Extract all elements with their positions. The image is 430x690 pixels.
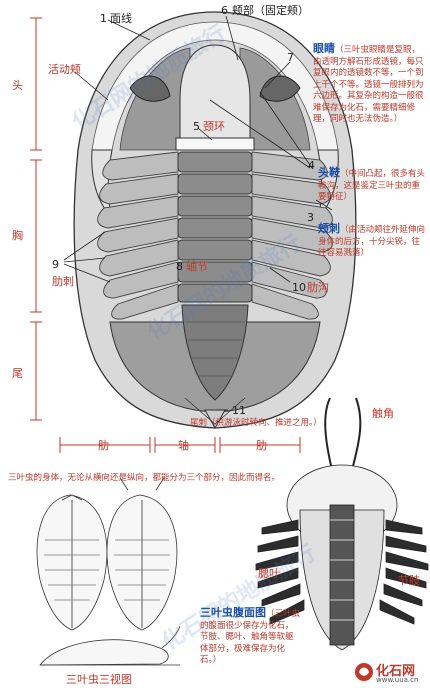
label-10-num: 10 [292,281,306,294]
note-eye-body: （三叶虫眼睛是复眼，由透明方解石形成透镜，每只复眼内的透镜数不等，一个到上千个不… [313,45,424,125]
logo-url: www.uua.cn [376,676,419,684]
logo-name: 化石网 [376,664,416,679]
axial-rings [177,151,253,303]
label-leg: 节肢 [398,574,420,587]
dimension-lines [30,17,301,453]
lobe-left: 肋 [98,439,109,452]
note-eye: 眼睛（三叶虫眼睛是复眼，由透明方解石形成透镜，每只复眼内的透镜数不等，一个到上千… [313,42,425,126]
label-7-num: 7 [287,51,294,64]
label-9-num: 9 [52,258,59,271]
note-glabella-body: （中间凸起，很多有头鞍沟，这是鉴定三叶虫的重要特征） [318,169,426,203]
tail-spine [204,409,226,430]
ventral-view [255,397,429,651]
note-genal-spine-body: （由活动颊往外延伸向身体的后方，十分尖锐，往往容易溅落） [318,225,426,259]
note-division: 三叶虫的身体，无论从横向还是纵向，都能分为三个部分，因此而得名。 [8,473,281,483]
label-three-view: 三叶虫三视图 [66,673,132,686]
trilobite-main [73,11,357,430]
lobe-right: 肋 [256,439,267,452]
label-10-text: 肋沟 [307,281,329,294]
label-5-num: 5 [193,120,200,133]
eye-left [129,75,171,102]
leader-lines [63,15,333,411]
note-genal-spine-title: 颊刺 [318,222,340,235]
label-11-num: 11 [232,404,246,417]
region-thorax: 胸 [12,229,23,242]
three-view-sketches [36,477,181,666]
label-5-text: 颈环 [203,120,225,133]
cephalon-rim [91,21,339,151]
note-eye-title: 眼睛 [313,42,335,55]
label-movable-cheek: 活动颊 [48,63,81,76]
lobe-axis: 轴 [178,439,189,452]
note-ventral: 三叶虫腹面图（三叶虫的腹面很少保存为化石，节肢、腮叶、触角等软躯体部分，极难保存… [200,606,300,667]
label-1-num: 1 [100,12,107,25]
label-9-text: 肋刺 [52,275,74,288]
label-3-num: 3 [307,211,314,224]
region-head: 头 [12,79,23,92]
neck-ring [175,137,255,151]
label-1-text: 面线 [110,12,132,25]
label-6-num: 6 [221,4,228,17]
note-genal-spine: 颊刺（由活动颊往外延伸向身体的后方，十分尖锐，往往容易溅落） [318,222,426,260]
note-glabella: 头鞍（中间凸起，很多有头鞍沟，这是鉴定三叶虫的重要特征） [318,166,426,204]
region-tail: 尾 [12,367,23,380]
note-glabella-title: 头鞍 [318,166,340,179]
note-ventral-title: 三叶虫腹面图 [200,606,266,619]
label-6-text: 颊部（固定颊） [232,4,309,17]
label-antenna: 触角 [372,407,394,420]
note-tail-spine: 尾刺（供游泳时转向、推进之用。） [190,418,322,428]
thorax-segments [97,151,333,320]
label-4-num: 4 [308,159,315,172]
label-8-text: 轴节 [186,260,208,273]
label-8-num: 8 [176,260,183,273]
fossil-logo-icon [355,663,373,681]
label-gill: 腮叶 [258,567,280,580]
site-logo: 化石网 www.uua.cn [354,660,426,686]
note-ventral-body: （三叶虫的腹面很少保存为化石，节肢、腮叶、触角等软躯体部分，极难保存为化石。） [200,609,301,666]
